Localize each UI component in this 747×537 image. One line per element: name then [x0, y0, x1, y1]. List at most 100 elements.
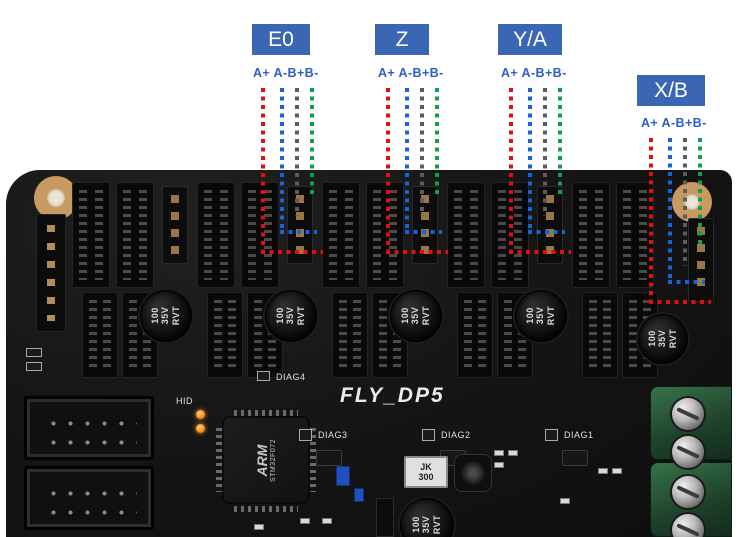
label-e0: E0 [252, 24, 310, 55]
wire-b-plus-line [683, 138, 687, 266]
smd-component [322, 518, 332, 524]
driver-socket [572, 182, 610, 288]
idc-pins [41, 481, 137, 515]
capacitor: 100 35V RVT [638, 314, 688, 364]
idc-pins [41, 411, 137, 445]
driver-socket [447, 182, 485, 288]
smd-component [612, 468, 622, 474]
smd-component [299, 429, 312, 441]
capacitor: 100 35V RVT [140, 290, 192, 342]
wire-a-plus-line [261, 250, 323, 254]
pin-legend-e0: A+ A-B+B- [253, 66, 319, 80]
soic-chip [316, 450, 342, 466]
idc-connector [24, 396, 154, 460]
left-pin-connector [36, 214, 66, 332]
blue-smd-component [354, 488, 364, 502]
capacitor-marking: 100 35V RVT [400, 306, 432, 326]
capacitor: 100 35V RVT [400, 498, 454, 537]
chip-part: STM32F072 [270, 438, 278, 482]
smd-component [545, 429, 558, 441]
diag3-label: DIAG3 [318, 430, 348, 440]
chip-marking: ARM STM32F072 [255, 438, 278, 481]
diag2-label: DIAG2 [441, 430, 471, 440]
chip-pins [234, 410, 298, 416]
smd-component [422, 429, 435, 441]
chip-pins [234, 506, 298, 512]
diag4-label: DIAG4 [276, 372, 306, 382]
capacitor: 100 35V RVT [265, 290, 317, 342]
smd-component [494, 462, 504, 468]
wire-b-minus-line [435, 88, 439, 198]
wire-a-minus-line [528, 88, 532, 234]
driver-socket [332, 292, 368, 378]
smd-component [254, 524, 264, 530]
pin-legend-z: A+ A-B+B- [378, 66, 444, 80]
smd-component [26, 348, 42, 357]
wire-a-plus-line [649, 138, 653, 304]
smd-component [560, 498, 570, 504]
capacitor-marking: 100 35V RVT [525, 306, 557, 326]
wire-a-plus-line [649, 300, 711, 304]
wire-b-plus-line [295, 88, 299, 216]
wire-a-minus-line [405, 230, 442, 234]
wire-b-minus-line [310, 88, 314, 198]
label-ya: Y/A [498, 24, 562, 55]
wire-a-minus-line [405, 88, 409, 234]
wire-a-minus-line [280, 230, 317, 234]
status-led [196, 424, 205, 433]
smd-component [300, 518, 310, 524]
driver-socket [322, 182, 360, 288]
wire-a-minus-line [668, 280, 705, 284]
mcu-chip: ARM STM32F072 [216, 418, 316, 502]
wire-a-plus-line [261, 88, 265, 254]
driver-socket [72, 182, 110, 288]
wire-a-plus-line [386, 250, 448, 254]
inductor [454, 454, 492, 492]
smd-component [508, 450, 518, 456]
chip-brand: ARM [254, 444, 271, 476]
board-title: FLY_DP5 [340, 384, 445, 407]
label-z: Z [375, 24, 429, 55]
mounting-hole-right [672, 182, 712, 222]
hid-label: HID [176, 396, 193, 406]
diag1-label: DIAG1 [564, 430, 594, 440]
mounting-hole-left [34, 176, 78, 220]
wire-b-plus-line [543, 88, 547, 216]
bottom-header [376, 498, 394, 537]
status-led [196, 410, 205, 419]
wire-a-plus-line [509, 250, 571, 254]
wire-b-minus-line [558, 88, 562, 198]
wire-a-plus-line [509, 88, 513, 254]
terminal-screw [672, 398, 704, 430]
capacitor-marking: 100 35V RVT [411, 515, 443, 535]
driver-socket [82, 292, 118, 378]
motor-header-xb [688, 218, 714, 302]
motor-header [162, 186, 188, 264]
soic-chip [562, 450, 588, 466]
driver-socket [207, 292, 243, 378]
terminal-screw [672, 476, 704, 508]
capacitor-marking: 100 35V RVT [150, 306, 182, 326]
wire-a-minus-line [528, 230, 565, 234]
smd-component [257, 371, 270, 381]
blue-smd-component [336, 466, 350, 486]
driver-socket [116, 182, 154, 288]
pin-legend-xb: A+ A-B+B- [641, 116, 707, 130]
driver-socket [457, 292, 493, 378]
terminal-screw [672, 436, 704, 468]
driver-socket [197, 182, 235, 288]
label-xb: X/B [637, 75, 705, 106]
driver-socket [366, 182, 404, 288]
wire-a-minus-line [280, 88, 284, 234]
idc-connector [24, 466, 154, 530]
capacitor-marking: 100 35V RVT [275, 306, 307, 326]
pin-legend-ya: A+ A-B+B- [501, 66, 567, 80]
smd-component [598, 468, 608, 474]
smd-component [26, 362, 42, 371]
crystal-component: JK 300 [404, 456, 448, 488]
capacitor: 100 35V RVT [390, 290, 442, 342]
terminal-screw [672, 514, 704, 537]
driver-socket [241, 182, 279, 288]
capacitor-marking: 100 35V RVT [647, 329, 679, 349]
